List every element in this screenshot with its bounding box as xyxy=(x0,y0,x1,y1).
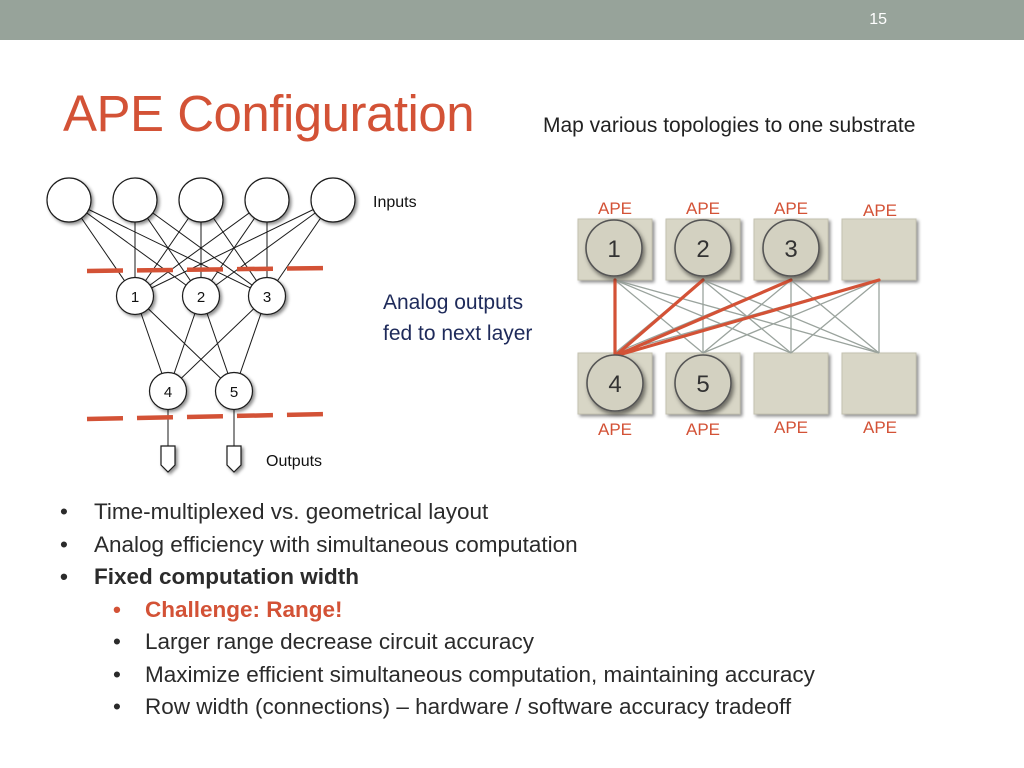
ape-box xyxy=(841,218,917,281)
bullet-list: • Time-multiplexed vs. geometrical layou… xyxy=(60,496,1010,724)
input-nodes xyxy=(46,177,356,223)
bullet-text: Row width (connections) – hardware / sof… xyxy=(145,694,792,719)
sub-bullet-item: • Row width (connections) – hardware / s… xyxy=(60,691,1010,724)
input-node xyxy=(46,177,92,223)
ape-label: APE xyxy=(598,199,632,218)
ape-label: APE xyxy=(774,199,808,218)
bullet-marker: • xyxy=(60,531,68,557)
ape-label: APE xyxy=(863,201,897,220)
ape-node-1-label: 1 xyxy=(607,236,620,263)
hidden-node-3-label: 3 xyxy=(263,289,271,306)
ape-node-1 xyxy=(585,219,643,277)
bullet-item: • Fixed computation width xyxy=(60,561,1010,594)
ape-node-2 xyxy=(674,219,732,277)
ape-box xyxy=(753,352,829,415)
ape-node-2-label: 2 xyxy=(696,236,709,263)
hidden-node-5-label: 5 xyxy=(230,384,238,401)
inputs-label: Inputs xyxy=(373,194,417,211)
layer-cut-line-upper xyxy=(86,265,331,274)
ape-node-3 xyxy=(762,219,820,277)
output-pin xyxy=(226,445,242,473)
bullet-marker: • xyxy=(60,499,68,524)
hidden-node-4-label: 4 xyxy=(164,384,172,401)
bullet-item: • Analog efficiency with simultaneous co… xyxy=(60,529,1010,562)
hidden-node-1-label: 1 xyxy=(131,289,139,306)
ape-node-4 xyxy=(586,354,644,412)
hidden-node-5 xyxy=(214,371,254,411)
annotation-line-2: fed to next layer xyxy=(383,322,532,345)
input-node xyxy=(310,177,356,223)
sub-bullet-item: • Maximize efficient simultaneous comput… xyxy=(60,659,1010,692)
bullet-text: Maximize efficient simultaneous computat… xyxy=(145,661,815,687)
slide-number: 15 xyxy=(869,11,887,28)
hidden-node-1 xyxy=(115,276,155,316)
outputs-label: Outputs xyxy=(266,453,322,470)
bullet-text: Analog efficiency with simultaneous comp… xyxy=(94,531,578,557)
ape-node-3-label: 3 xyxy=(784,236,797,263)
active-connections xyxy=(613,278,881,358)
sub-bullet-item: • Larger range decrease circuit accuracy xyxy=(60,626,1010,659)
bullet-item: • Time-multiplexed vs. geometrical layou… xyxy=(60,496,1010,529)
bullet-marker: • xyxy=(113,596,121,622)
output-pin xyxy=(160,445,176,473)
sub-bullet-item: • Challenge: Range! xyxy=(60,594,1010,627)
layer-cut-line-lower xyxy=(86,411,331,422)
ape-node-5-label: 5 xyxy=(696,371,709,398)
bullet-marker: • xyxy=(113,694,121,719)
ape-node-4-label: 4 xyxy=(608,371,621,398)
hidden-node-2-label: 2 xyxy=(197,289,205,306)
bullet-marker: • xyxy=(60,564,68,589)
hidden-node-4 xyxy=(148,371,188,411)
neural-network: 1 2 3 4 5 Inputs Outputs xyxy=(46,177,417,473)
bullet-text: Fixed computation width xyxy=(94,564,359,589)
bullet-marker: • xyxy=(113,629,121,654)
annotation-line-1: Analog outputs xyxy=(383,291,523,314)
ape-label: APE xyxy=(686,199,720,218)
hidden-node-2 xyxy=(181,276,221,316)
ape-grid: 1 2 3 4 5 APE APE APE APE APE APE APE AP… xyxy=(577,199,917,439)
input-node xyxy=(178,177,224,223)
bullet-marker: • xyxy=(113,661,121,687)
input-node xyxy=(112,177,158,223)
ape-label: APE xyxy=(598,420,632,439)
bullet-text: Time-multiplexed vs. geometrical layout xyxy=(94,499,489,524)
hidden-node-3 xyxy=(247,276,287,316)
ape-node-5 xyxy=(674,354,732,412)
ape-label: APE xyxy=(774,418,808,437)
bullet-text: Challenge: Range! xyxy=(145,596,343,622)
ape-label: APE xyxy=(863,418,897,437)
slide-subtitle: Map various topologies to one substrate xyxy=(543,114,916,137)
header-bar: 15 xyxy=(0,0,1024,40)
input-node xyxy=(244,177,290,223)
bullet-text: Larger range decrease circuit accuracy xyxy=(145,629,534,654)
slide-title: APE Configuration xyxy=(63,85,475,142)
ape-box xyxy=(841,352,917,415)
ape-label: APE xyxy=(686,420,720,439)
